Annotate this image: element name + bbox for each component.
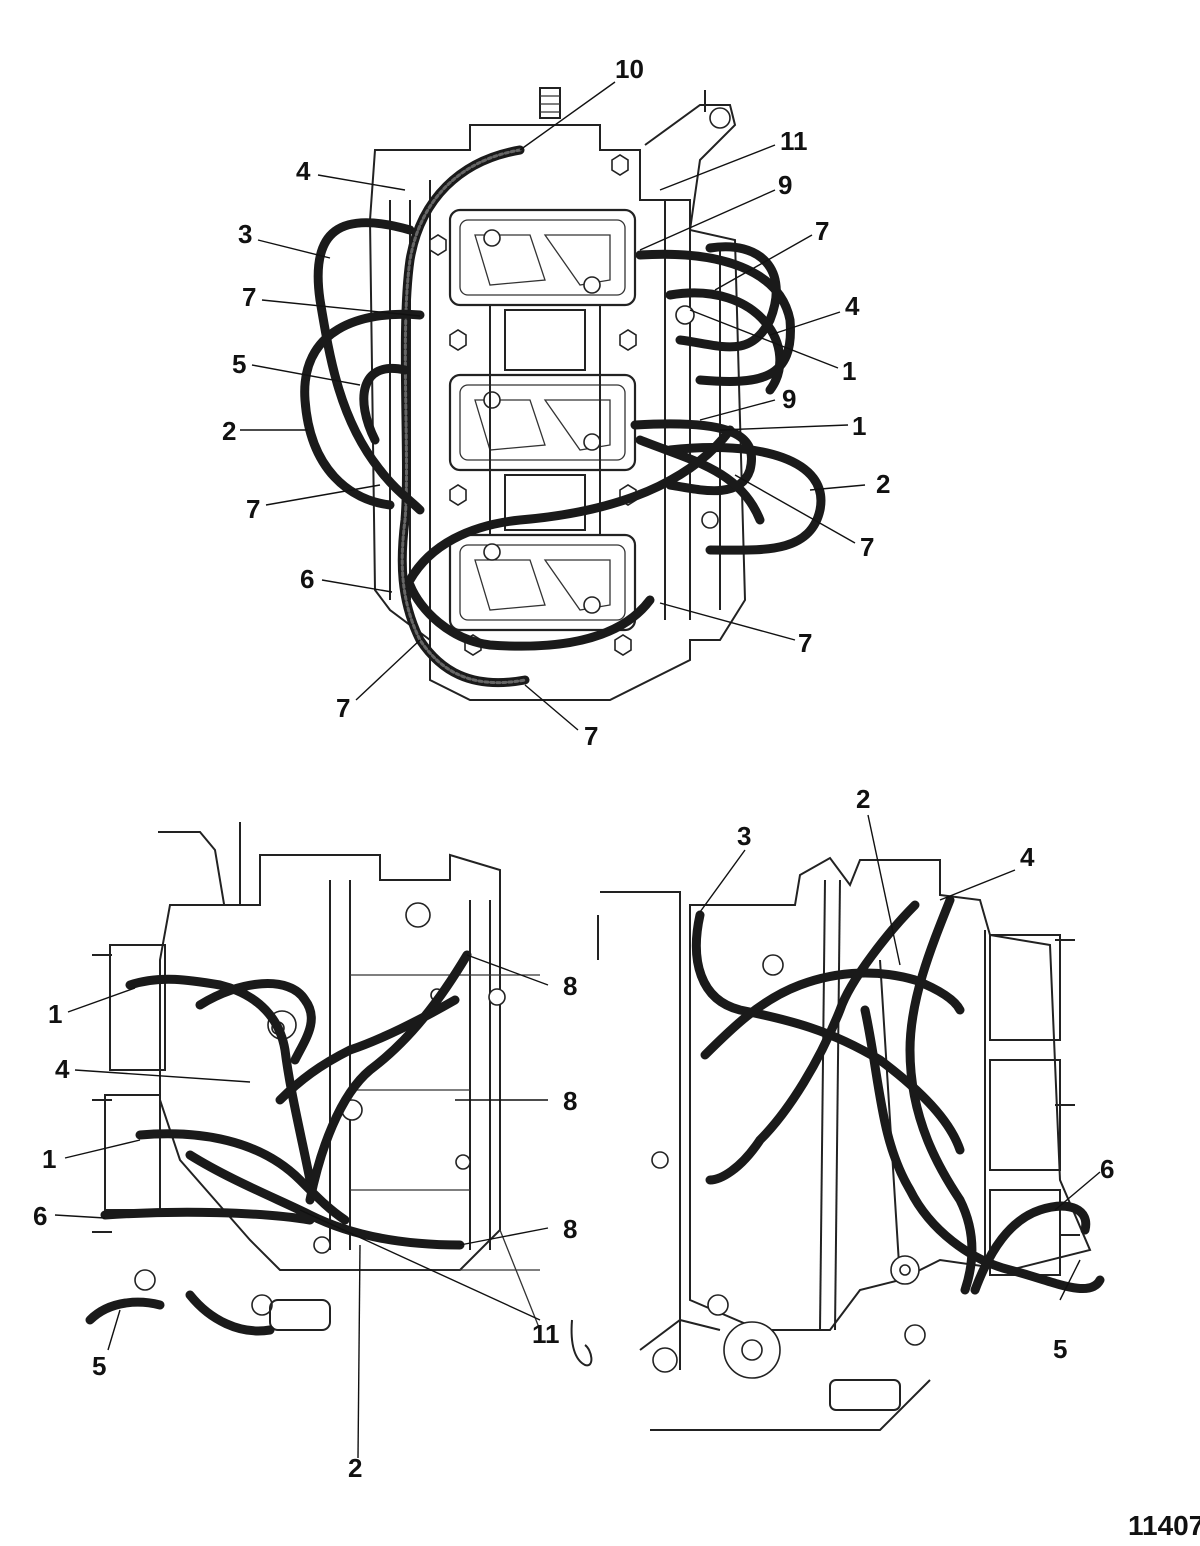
bottom-right-callouts: 2 3 4 6 5 <box>737 784 1114 1364</box>
bottom-left-callouts: 8 1 4 8 1 6 8 11 5 2 <box>33 971 577 1483</box>
top-engine-view <box>300 87 826 701</box>
callout-3: 3 <box>737 821 751 851</box>
callout-5: 5 <box>92 1351 106 1381</box>
callout-7: 7 <box>815 216 829 246</box>
callout-1: 1 <box>842 356 856 386</box>
callout-4: 4 <box>845 291 860 321</box>
callout-6: 6 <box>1100 1154 1114 1184</box>
callout-2: 2 <box>856 784 870 814</box>
top-leader-lines <box>240 81 866 731</box>
bottom-right-engine-view <box>597 856 1105 1431</box>
callout-8: 8 <box>563 1214 577 1244</box>
callout-11: 11 <box>532 1319 560 1349</box>
callout-7: 7 <box>798 628 812 658</box>
bottom-left-leader-lines <box>54 954 549 1459</box>
callout-3: 3 <box>238 219 252 249</box>
callout-2: 2 <box>876 469 890 499</box>
bottom-left-engine-view <box>85 822 593 1367</box>
callout-11: 11 <box>780 126 808 156</box>
callout-9: 9 <box>782 384 796 414</box>
callout-10: 10 <box>615 54 644 84</box>
callout-7: 7 <box>584 721 598 751</box>
callout-6: 6 <box>300 564 314 594</box>
callout-9: 9 <box>778 170 792 200</box>
callout-8: 8 <box>563 1086 577 1116</box>
callout-1: 1 <box>42 1144 56 1174</box>
callout-6: 6 <box>33 1201 47 1231</box>
callout-7: 7 <box>242 282 256 312</box>
top-callouts: 10 11 4 9 3 7 7 4 5 1 9 2 1 7 2 7 6 7 7 … <box>222 54 890 751</box>
figure-number: 11407 <box>1128 1510 1200 1541</box>
callout-5: 5 <box>1053 1334 1067 1364</box>
callout-2: 2 <box>348 1453 362 1483</box>
callout-7: 7 <box>860 532 874 562</box>
callout-4: 4 <box>55 1054 70 1084</box>
callout-2: 2 <box>222 416 236 446</box>
callout-4: 4 <box>1020 842 1035 872</box>
callout-5: 5 <box>232 349 246 379</box>
callout-8: 8 <box>563 971 577 1001</box>
bottom-right-leader-lines <box>699 814 1101 1301</box>
callout-1: 1 <box>852 411 866 441</box>
callout-4: 4 <box>296 156 311 186</box>
callout-7: 7 <box>246 494 260 524</box>
callout-7: 7 <box>336 693 350 723</box>
callout-1: 1 <box>48 999 62 1029</box>
